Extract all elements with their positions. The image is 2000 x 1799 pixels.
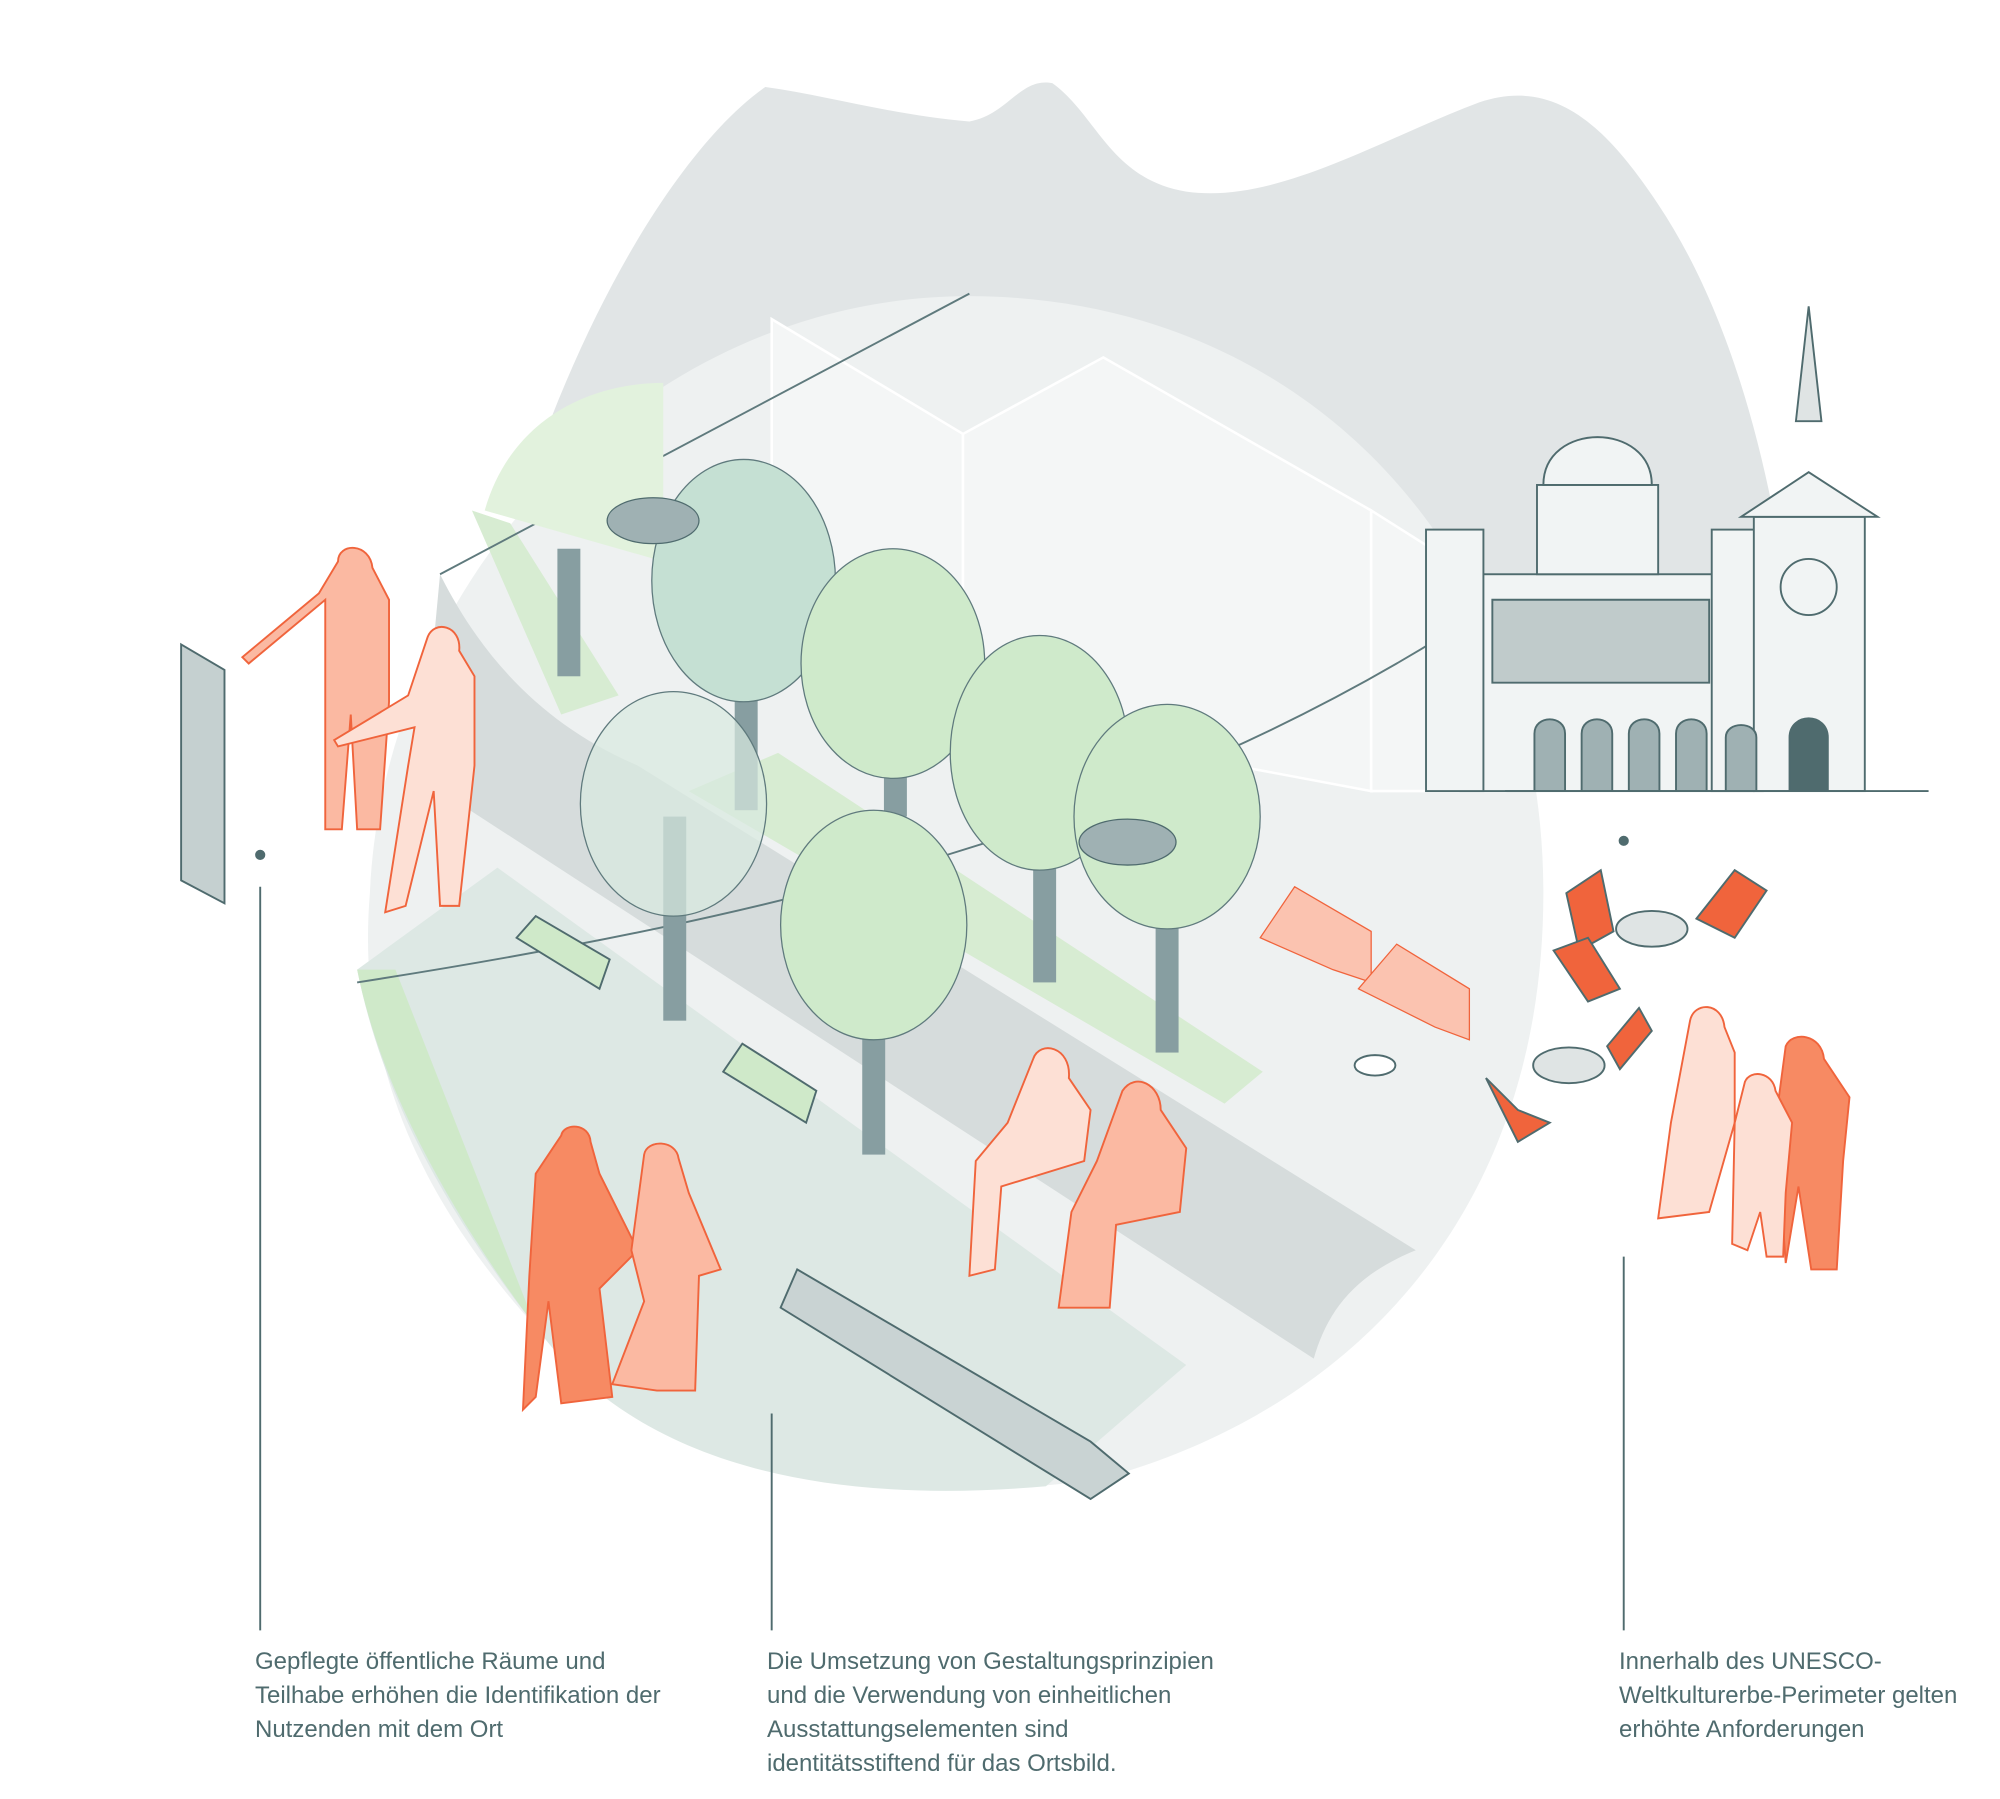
cafe-furniture [1353, 868, 1768, 1144]
person-family [1774, 1035, 1851, 1271]
person-sitting [1057, 1080, 1188, 1309]
caption-unesco: Innerhalb des UNESCO- Weltkulturerbe-Per… [1619, 1648, 1958, 1743]
person-sitting [968, 1047, 1092, 1278]
person-pointing [332, 626, 476, 914]
callout-dot [1618, 835, 1629, 846]
awning [1357, 943, 1471, 1041]
person-walking [521, 1125, 639, 1413]
planting-strip [471, 510, 619, 715]
person-family [1657, 1006, 1736, 1220]
people [240, 546, 1851, 1413]
person-walking [610, 1142, 722, 1392]
street-lamp [606, 497, 700, 545]
awning [1259, 885, 1372, 984]
street-lamp [1078, 818, 1177, 866]
caption-design-principles: Die Umsetzung von Gestaltungsprinzipien … [767, 1648, 1214, 1777]
town-hall-building [1425, 306, 1929, 793]
information-sign [180, 642, 226, 905]
overhead-wire [439, 292, 970, 576]
person-child [1731, 1073, 1794, 1258]
callout-lines [259, 886, 1625, 1631]
callout-dot [255, 849, 266, 860]
benches [515, 914, 818, 1125]
grass-strip [357, 969, 536, 1327]
water-fountain [779, 1268, 1131, 1501]
person-pointing [240, 546, 390, 831]
caption-public-spaces: Gepflegte öffentliche Räume und Teilhabe… [255, 1648, 661, 1743]
